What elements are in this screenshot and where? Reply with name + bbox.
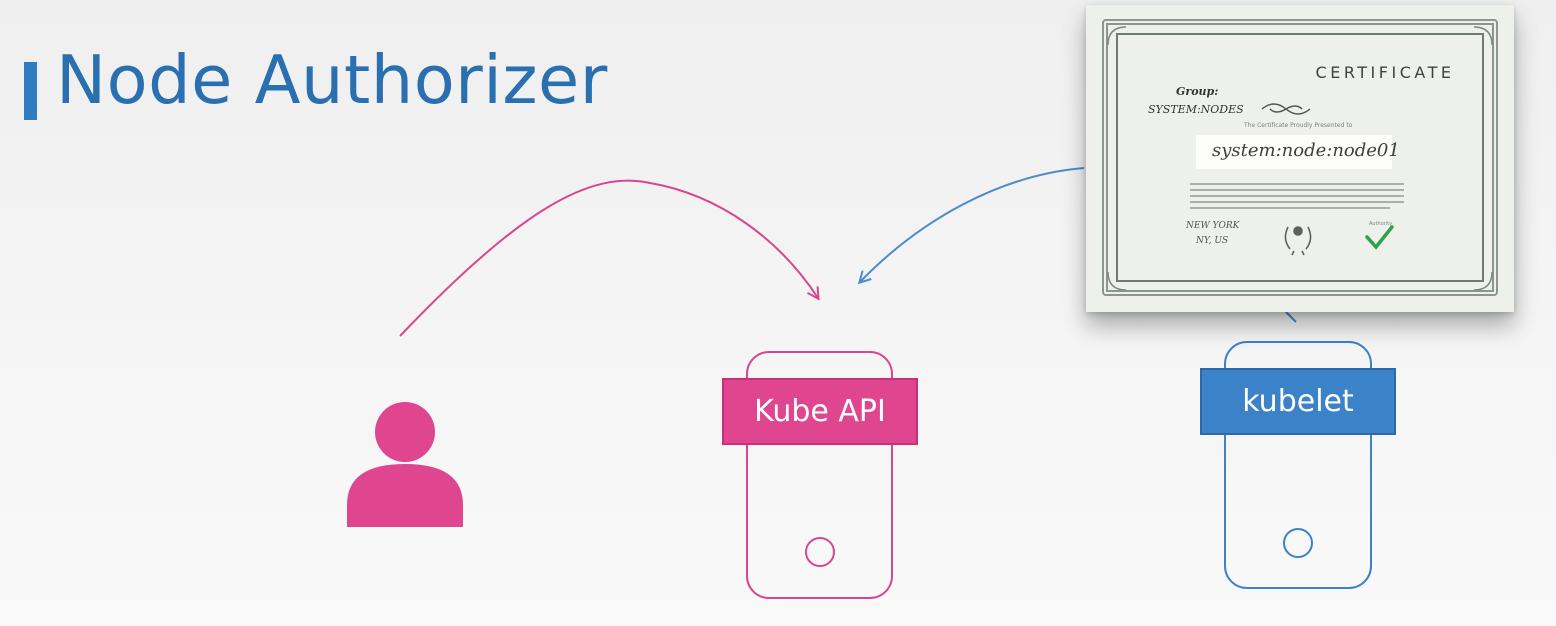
certificate-group-value: SYSTEM:NODES (1148, 103, 1244, 116)
certificate-border-outer (1102, 19, 1498, 296)
certificate-name-band (1196, 135, 1392, 169)
kubelet-to-api-arrow (860, 167, 1085, 282)
corner-ornament-icon (1107, 26, 1493, 291)
title-accent-bar (24, 62, 37, 120)
certificate: CERTIFICATE Group: SYSTEM:NODES The Cert… (1086, 5, 1514, 312)
kubelet-connector (1285, 311, 1297, 323)
certificate-ornaments (1107, 26, 1493, 291)
user-to-api-arrow (399, 179, 818, 337)
certificate-border-inner (1116, 33, 1484, 282)
kubelet-label-text: kubelet (1242, 384, 1354, 419)
laurel-seal-icon (1284, 226, 1312, 256)
user-icon (347, 402, 463, 527)
certificate-city: NEW YORK (1186, 221, 1240, 231)
kube-api-label: Kube API (722, 378, 918, 445)
checkmark-icon (1365, 225, 1394, 250)
certificate-group-label: Group: (1176, 85, 1219, 98)
kubelet-label: kubelet (1200, 368, 1396, 435)
certificate-state: NY, US (1196, 236, 1229, 246)
certificate-heading: CERTIFICATE (1315, 63, 1455, 82)
certificate-body-text (1190, 183, 1404, 209)
certificate-signed-text: Authority (1369, 221, 1393, 227)
flourish-icon (1261, 103, 1311, 115)
slide-title: Node Authorizer (56, 41, 608, 119)
certificate-name: system:node:node01 (1212, 140, 1400, 161)
kube-api-label-text: Kube API (754, 394, 886, 429)
certificate-presented-text: The Certificate Proudly Presented to (1244, 122, 1353, 129)
kube-api-device (746, 351, 893, 599)
kubelet-device (1224, 341, 1372, 589)
